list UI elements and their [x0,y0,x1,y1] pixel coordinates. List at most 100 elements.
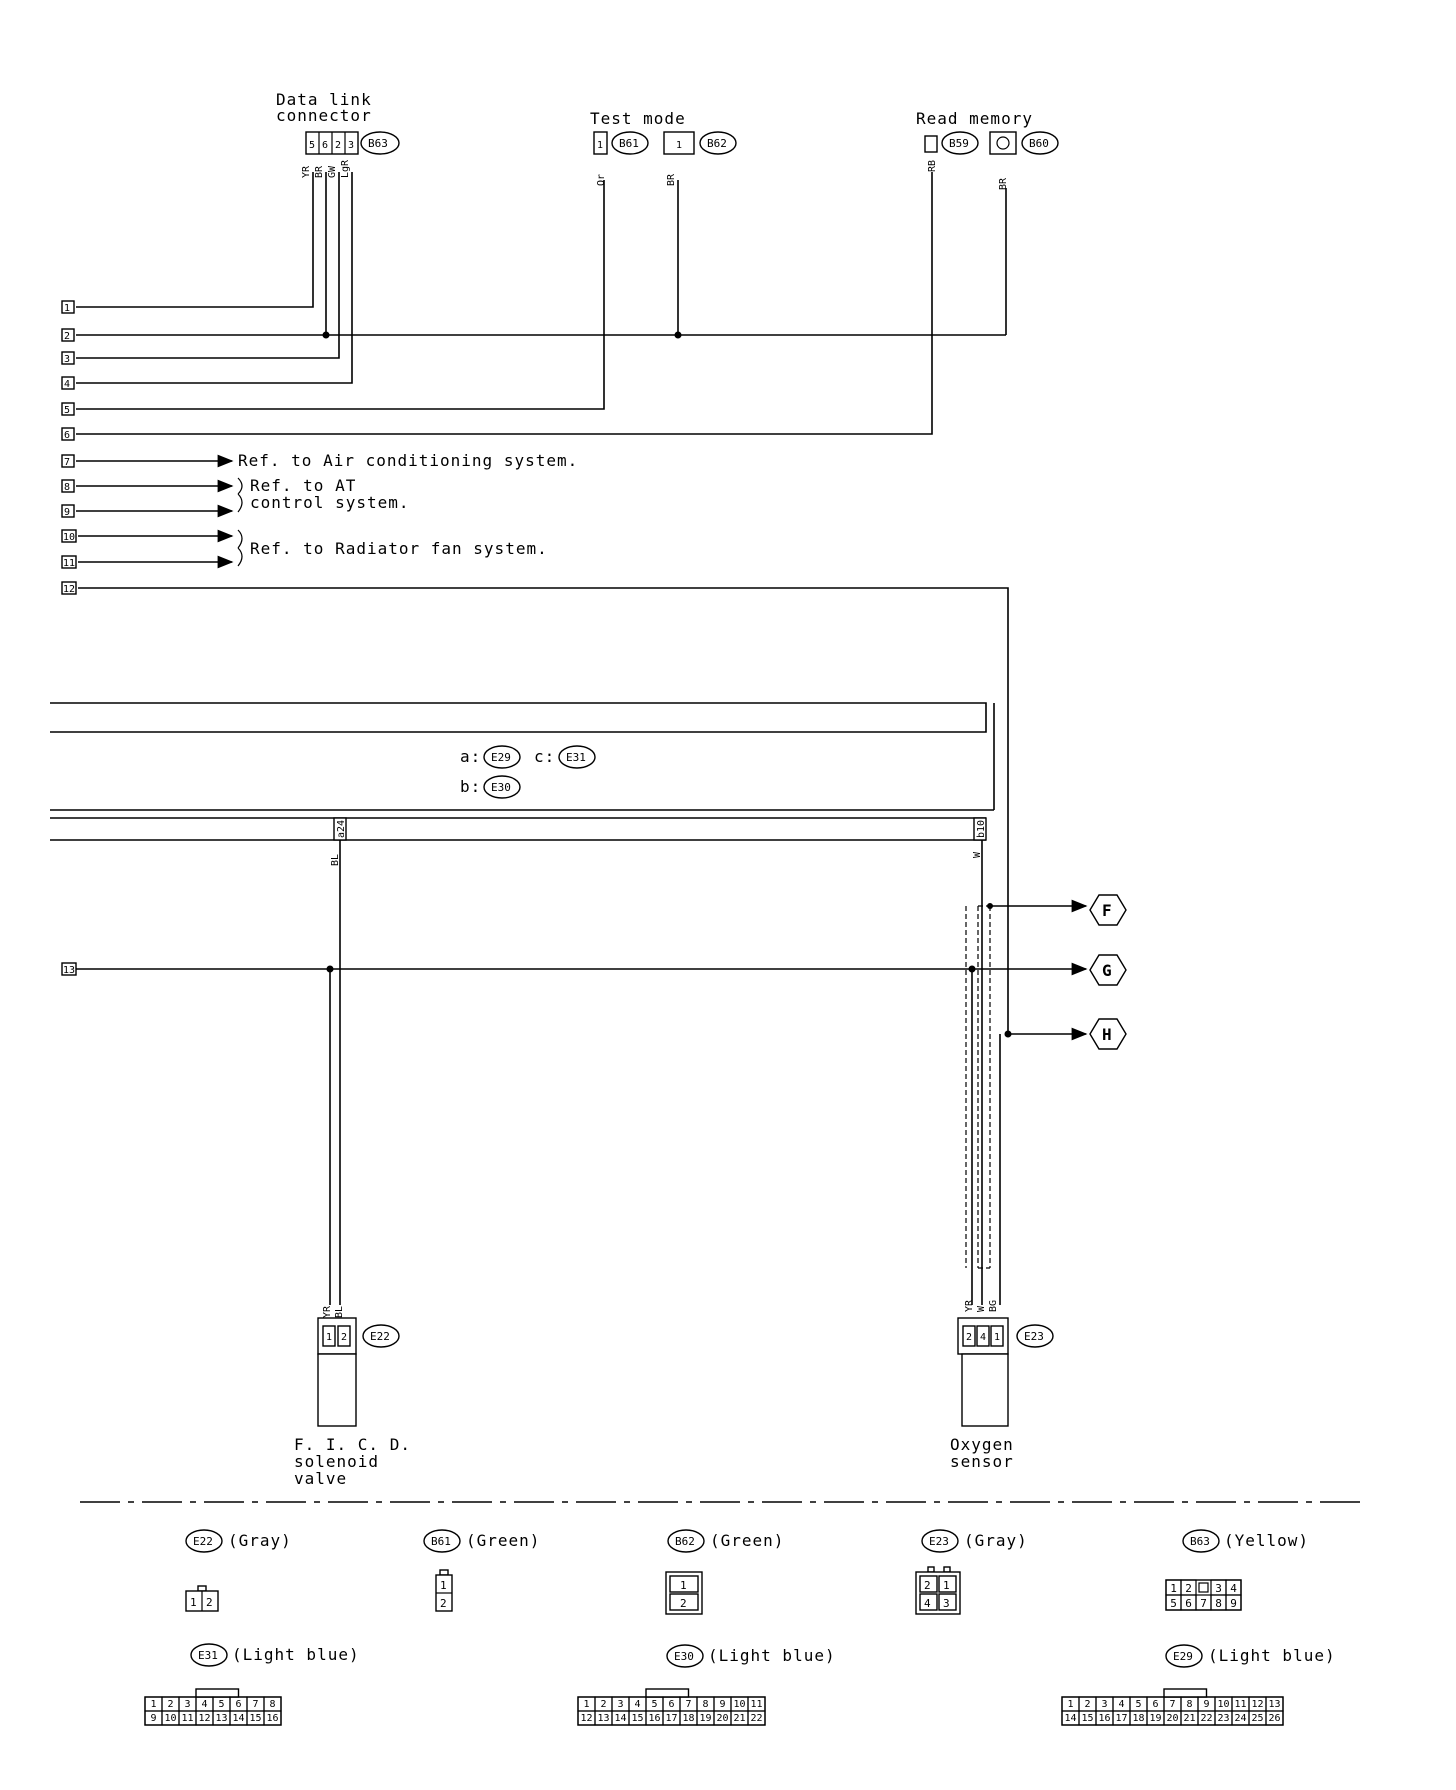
oxygen-wire-bg: BG [988,1300,999,1312]
lower-wiring [76,840,1088,1305]
ecm-c-label: c: [534,747,555,766]
ficd-solenoid-valve: YR BL 1 2 E22 F. I. C. D. solenoid valve [294,1305,411,1488]
legend-e30-pin-11: 11 [750,1699,762,1710]
legend-e30-pin-16: 16 [648,1713,660,1724]
ficd-wire-yr: YR [322,1305,333,1318]
legend-e23-pin-3: 3 [943,1597,950,1610]
legend-b63-pin-9: 9 [1230,1597,1237,1610]
terminal-4: 4 [64,379,70,390]
legend-b63-pin-8: 8 [1215,1597,1222,1610]
legend-e30-pin-17: 17 [665,1713,677,1724]
legend-e29-pin-16: 16 [1098,1713,1110,1724]
legend-e29-pin-2: 2 [1084,1699,1090,1710]
connector-legend: E22 (Gray) 1 2 B61 (Green) 1 2 B62 (Gree… [144,1529,1336,1726]
test-mode-connectors: Test mode 1 B61 1 B62 Or BR [590,109,737,186]
legend-e30-pin-14: 14 [614,1713,626,1724]
legend-e30-pin-9: 9 [719,1699,725,1710]
legend-e23-id: E23 [929,1535,949,1548]
legend-b61-color: (Green) [466,1531,540,1550]
legend-e29-pin-25: 25 [1251,1713,1263,1724]
b63-pin-2: 6 [322,140,328,151]
b59-wire: RB [927,160,938,172]
ficd-pin-2: 2 [341,1332,347,1343]
output-h-label: H [1102,1025,1113,1044]
legend-e29-color: (Light blue) [1208,1646,1336,1665]
legend-e30-pin-1: 1 [583,1699,589,1710]
oxygen-pin-4: 4 [980,1332,986,1343]
legend-e22-pin-1: 1 [190,1596,197,1609]
ecm-b-label: b: [460,777,481,796]
legend-e29-pin-12: 12 [1251,1699,1263,1710]
b63-wire-yr: YR [301,165,312,178]
legend-e30-pin-7: 7 [685,1699,691,1710]
terminal-3: 3 [64,354,70,365]
legend-b63-id: B63 [1190,1535,1210,1548]
b63-wire-lgr: LgR [340,159,351,178]
ecm-c-id: E31 [566,751,586,764]
legend-e29-pin-14: 14 [1064,1713,1076,1724]
output-h: H [1089,1018,1127,1050]
b61-wire: Or [596,174,607,186]
b61-pin: 1 [597,140,603,151]
reference-notes: Ref. to Air conditioning system. Ref. to… [237,451,578,567]
legend-b62-id: B62 [675,1535,695,1548]
legend-b62-color: (Green) [710,1531,784,1550]
ecm-pin-b10: b10 [976,820,987,838]
b60-id: B60 [1029,137,1049,150]
b62-id: B62 [707,137,727,150]
legend-e30-pin-10: 10 [733,1699,745,1710]
b63-pin-1: 5 [309,140,315,151]
legend-e30-pin-3: 3 [617,1699,623,1710]
legend-e31-pin-15: 15 [249,1713,261,1724]
legend-e30-pin-4: 4 [634,1699,640,1710]
output-g-label: G [1102,961,1113,980]
legend-e29-pin-19: 19 [1149,1713,1161,1724]
legend-e29-pin-20: 20 [1166,1713,1178,1724]
legend-e30-id: E30 [674,1650,694,1663]
legend-e30-pin-18: 18 [682,1713,694,1724]
ecm-b-id: E30 [491,781,511,794]
legend-e29-pin-18: 18 [1132,1713,1144,1724]
ficd-name-3: valve [294,1469,347,1488]
legend-e30-pin-6: 6 [668,1699,674,1710]
legend-e29-pin-7: 7 [1169,1699,1175,1710]
legend-e31-pin-9: 9 [150,1713,156,1724]
legend-e30-pin-2: 2 [600,1699,606,1710]
ref-air-conditioning: Ref. to Air conditioning system. [238,451,578,470]
legend-e29-pin-26: 26 [1268,1713,1280,1724]
terminal-11: 11 [63,558,75,569]
read-memory-title: Read memory [916,109,1033,128]
terminal-8: 8 [64,482,70,493]
oxygen-wire-w: W [976,1305,987,1312]
legend-e29-pin-6: 6 [1152,1699,1158,1710]
legend-e31-pin-4: 4 [201,1699,207,1710]
legend-e29-pin-22: 22 [1200,1713,1212,1724]
legend-e29-pin-23: 23 [1217,1713,1229,1724]
legend-e31-pin-14: 14 [232,1713,244,1724]
left-terminals: 1 2 3 4 5 6 7 8 9 10 11 12 13 [61,300,77,976]
ecm-wire-bl: BL [330,854,341,866]
legend-e29-pin-10: 10 [1217,1699,1229,1710]
legend-e30-pin-8: 8 [702,1699,708,1710]
b59-id: B59 [949,137,969,150]
ficd-name-1: F. I. C. D. [294,1435,411,1454]
legend-e29-pin-1: 1 [1067,1699,1073,1710]
legend-e22-pin-2: 2 [206,1596,213,1609]
legend-b61-pin-2: 2 [440,1597,447,1610]
ecm-pin-a24: a24 [336,820,347,838]
output-f: F [1089,894,1127,926]
ficd-id: E22 [370,1330,390,1343]
legend-e29-pin-5: 5 [1135,1699,1141,1710]
output-f-label: F [1102,901,1113,920]
ecm-block: a: E29 c: E31 b: E30 a24 b10 BL W [50,702,995,866]
terminal-1: 1 [64,303,70,314]
ficd-wire-bl: BL [334,1306,345,1318]
legend-e31-pin-7: 7 [252,1699,258,1710]
ref-at-2: control system. [250,493,410,512]
legend-e31-pin-5: 5 [218,1699,224,1710]
legend-b61-pin-1: 1 [440,1579,447,1592]
legend-e30-pin-22: 22 [750,1713,762,1724]
legend-e29-pin-11: 11 [1234,1699,1246,1710]
